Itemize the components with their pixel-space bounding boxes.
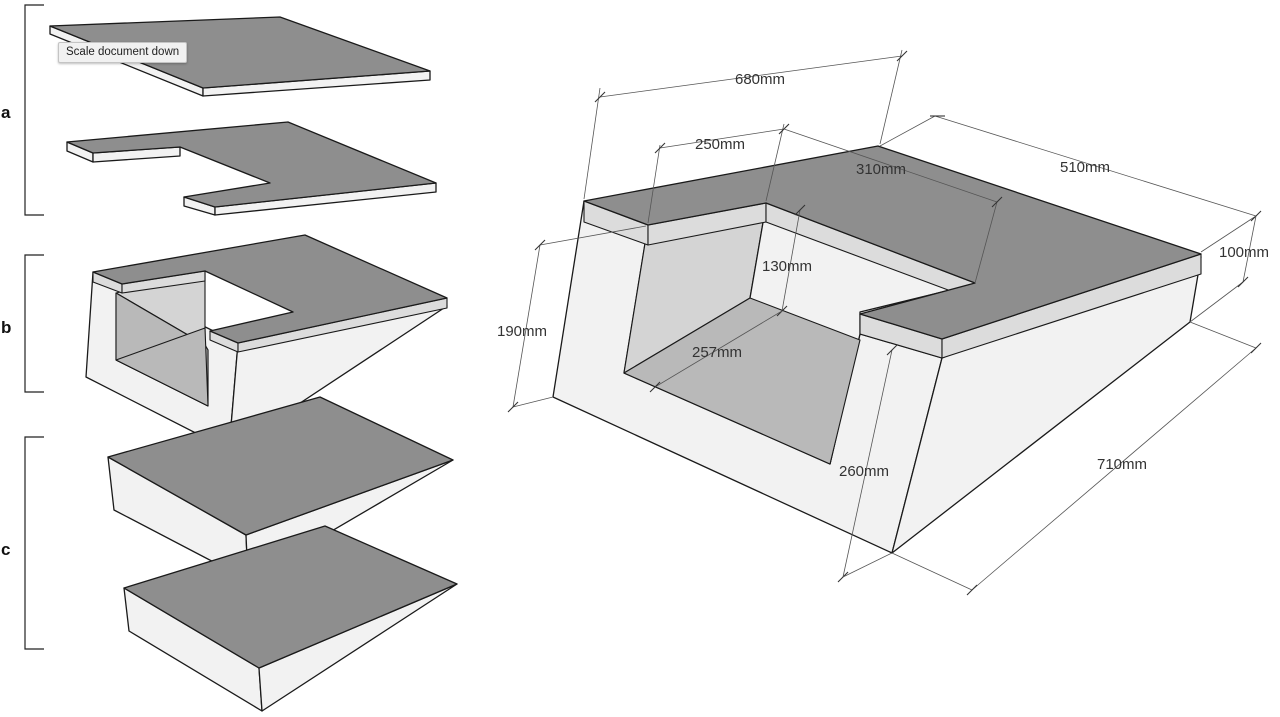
dim-opening-width: 250mm [695,136,745,153]
part-a-u-plate [66,121,437,216]
dim-overall-width: 680mm [735,71,785,88]
dim-side-height: 260mm [839,463,889,480]
bracket-b [24,254,44,393]
section-label-a: a [1,103,11,122]
part-c-wedge-2 [123,525,458,712]
bracket-a [24,4,44,216]
bracket-c [24,436,44,650]
assembled-model [552,145,1202,554]
dim-top-depth: 510mm [1060,159,1110,176]
dim-inner-depth: 310mm [856,161,906,178]
section-label-b: b [1,318,11,337]
scale-document-down-tooltip: Scale document down [58,42,188,63]
dim-base-length: 710mm [1097,456,1147,473]
dim-inner-height: 130mm [762,258,812,275]
section-label-c: c [1,540,10,559]
dim-inner-floor: 257mm [692,344,742,361]
dim-rear-height: 100mm [1219,244,1269,261]
dimension-lines [507,49,1262,596]
dim-front-height: 190mm [497,323,547,340]
part-b-frame [85,234,448,451]
